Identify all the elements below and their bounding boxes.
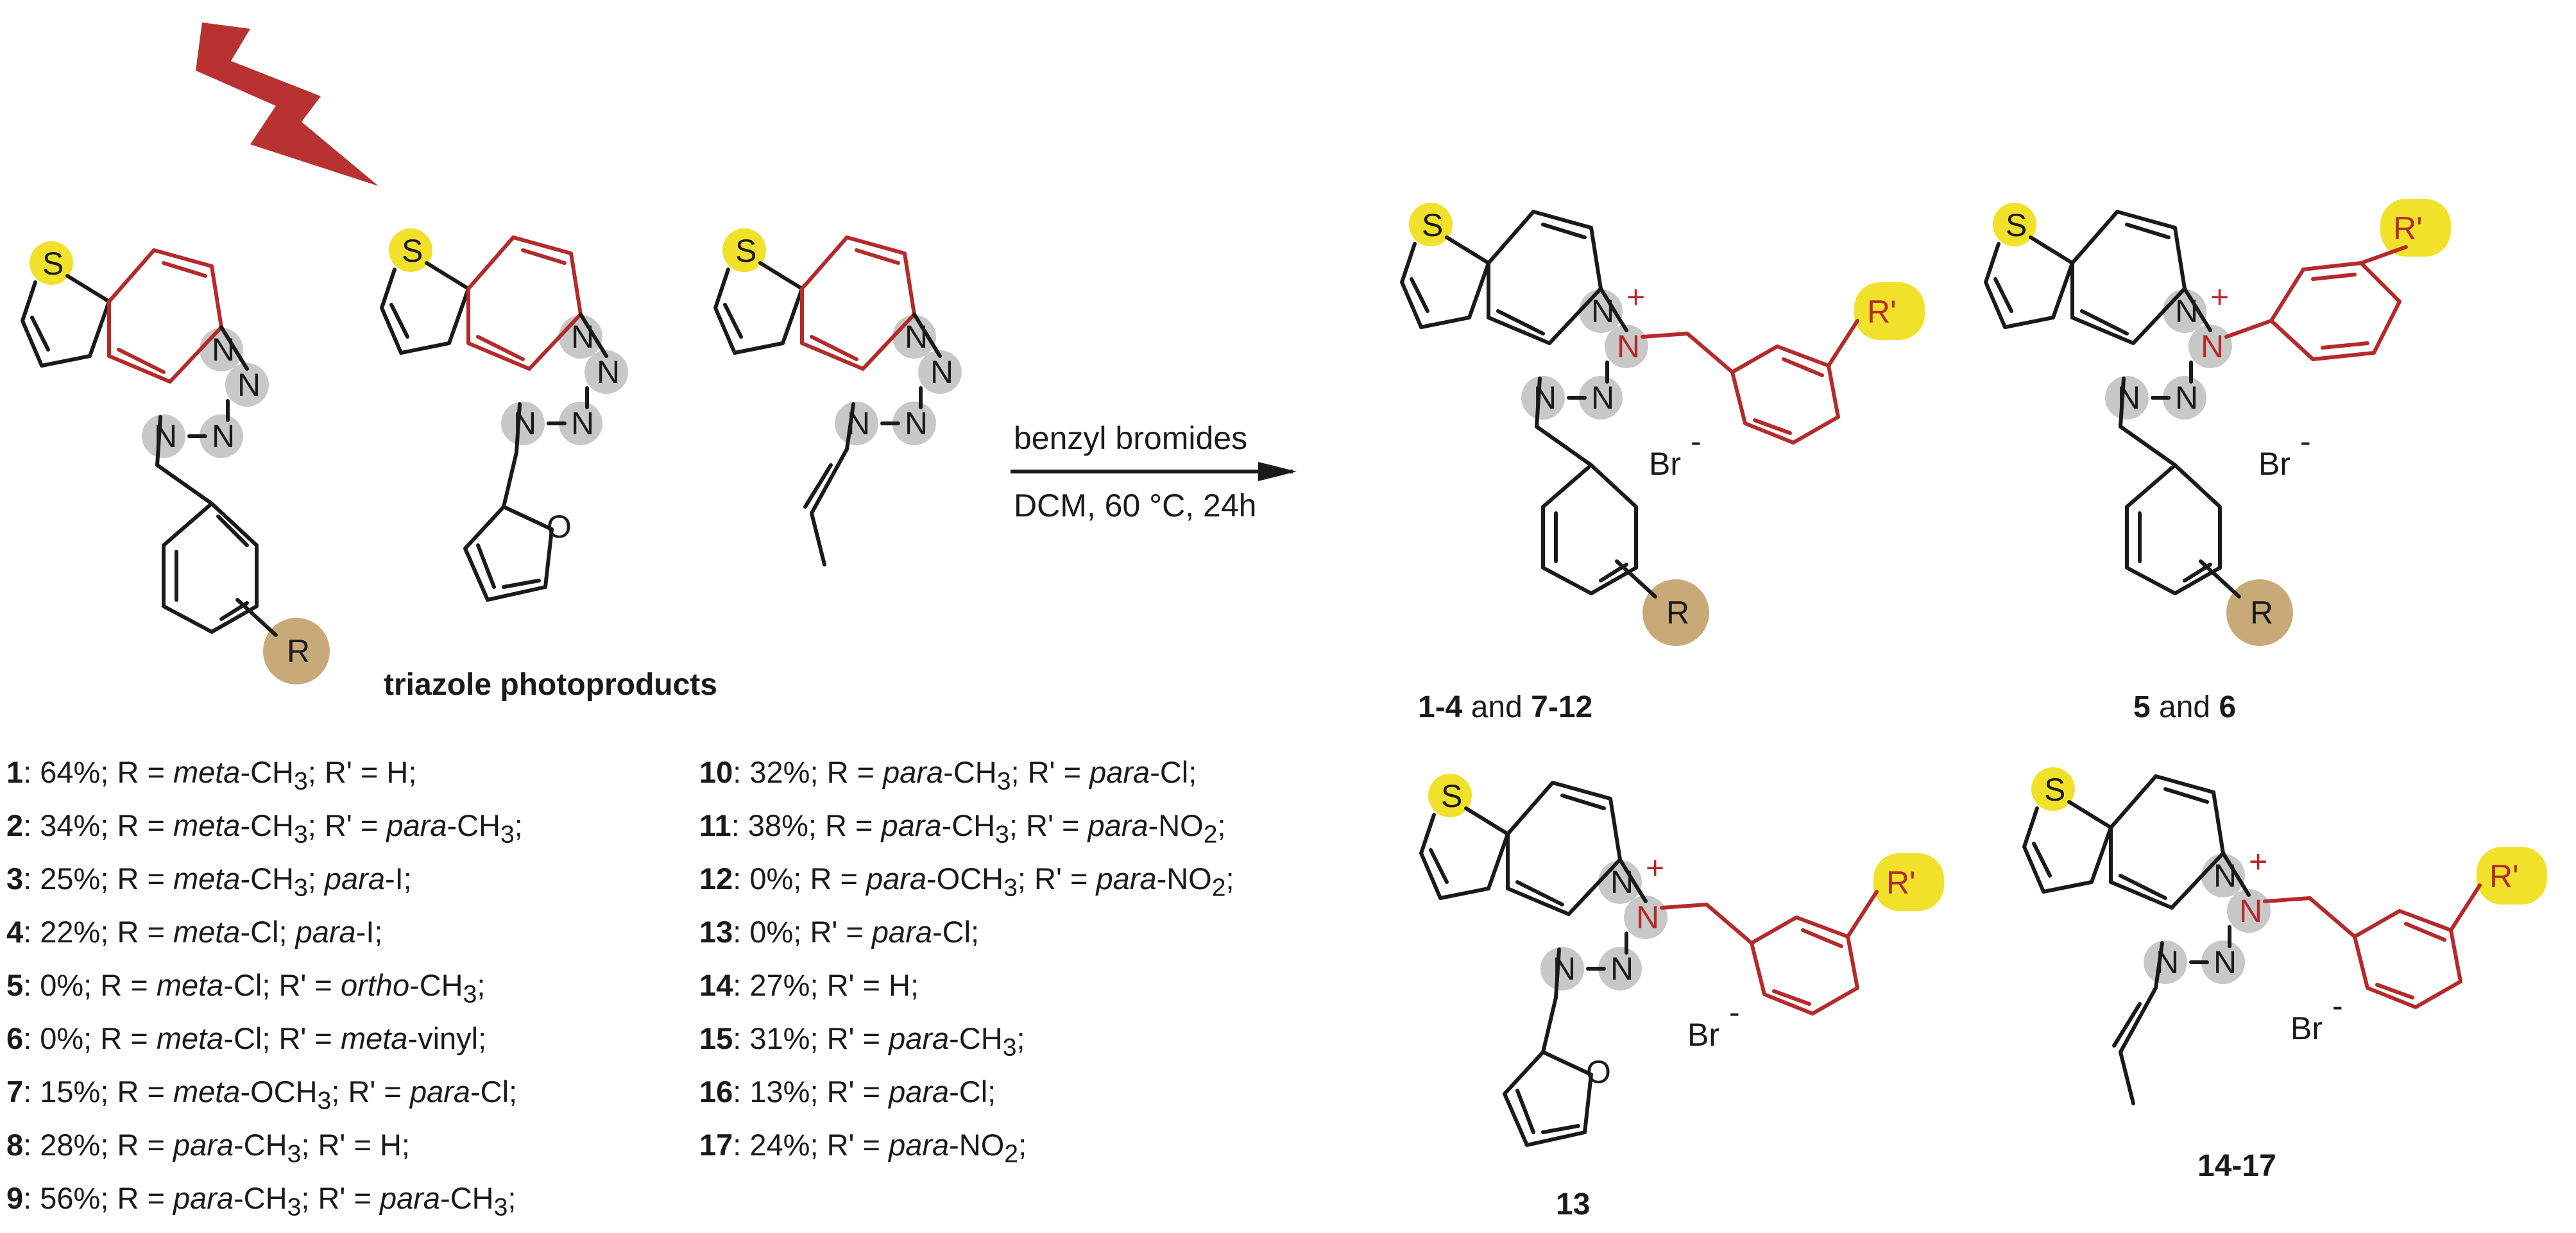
plus-charge: + — [1646, 850, 1664, 886]
nitrogen-label: N — [212, 418, 235, 454]
nitrogen-label: N — [905, 405, 928, 441]
caption-product-13: 13 — [1556, 1187, 1591, 1221]
yield-entry: 11: 38%; R = para-CH3; R' = para-NO2; — [699, 808, 1226, 849]
product-aryl-triazolium: S N N N + N R R' Br - — [1984, 199, 2451, 646]
minus-charge: - — [2332, 988, 2343, 1024]
product-propenyl-triazolium: S N N N + N R' Br - — [2022, 767, 2547, 1105]
bromide-label: Br — [1649, 446, 1681, 482]
caption-products-1-4-7-12: 1-4 and 7-12 — [1418, 690, 1593, 724]
sulfur-label: S — [1441, 778, 1462, 814]
r-label: R — [287, 633, 310, 669]
r-group-highlight — [263, 618, 330, 685]
r-label: R — [2250, 595, 2273, 631]
nitrogen-cation-label: N — [1636, 899, 1659, 935]
plus-charge: + — [1626, 279, 1645, 315]
nitrogen-label: N — [2175, 293, 2198, 329]
sulfur-highlight — [30, 241, 73, 285]
yield-entry: 7: 15%; R = meta-OCH3; R' = para-Cl; — [6, 1075, 518, 1115]
bromide-label: Br — [2258, 446, 2290, 482]
nitrogen-label: N — [1591, 293, 1614, 329]
nitrogen-label: N — [2175, 380, 2198, 416]
sulfur-label: S — [1422, 207, 1443, 243]
minus-charge: - — [1729, 994, 1740, 1030]
sulfur-label: S — [2006, 207, 2027, 243]
nitrogen-label: N — [847, 405, 870, 441]
nitrogen-label: N — [2156, 944, 2179, 980]
nitrogen-label: N — [2213, 858, 2237, 894]
sulfur-label: S — [402, 233, 423, 269]
yield-entry: 9: 56%; R = para-CH3; R' = para-CH3; — [6, 1181, 516, 1221]
reagent-label: benzyl bromides — [1014, 420, 1247, 456]
yield-entry: 8: 28%; R = para-CH3; R' = H; — [6, 1128, 410, 1168]
product-furfuryl-triazolium: S N N N + N O R' Br - — [1419, 774, 1944, 1147]
yield-entry: 6: 0%; R = meta-Cl; R' = meta-vinyl; — [6, 1021, 487, 1055]
reactant-benzyl-triazole: S N N N N R — [21, 241, 330, 685]
nitrogen-label: N — [1610, 951, 1633, 987]
nitrogen-label: N — [571, 319, 594, 355]
reactant-propenyl-triazole: S N N N N — [713, 228, 962, 566]
yield-entry: 14: 27%; R' = H; — [699, 968, 919, 1002]
r-label: R — [1666, 595, 1689, 631]
caption-products-5-6: 5 and 6 — [2133, 690, 2237, 724]
nitrogen-label: N — [905, 319, 928, 355]
product-benzyl-triazolium: S N N N + N R R' Br - — [1400, 203, 1925, 646]
sulfur-label: S — [2044, 772, 2065, 808]
r-prime-label: R' — [2393, 210, 2423, 246]
r-prime-label: R' — [1867, 294, 1897, 330]
yield-entry: 1: 64%; R = meta-CH3; R' = H; — [6, 755, 417, 795]
conditions-label: DCM, 60 °C, 24h — [1014, 488, 1256, 523]
yield-entry: 17: 24%; R' = para-NO2; — [699, 1128, 1027, 1168]
yield-entry: 3: 25%; R = meta-CH3; para-I; — [6, 862, 412, 902]
caption-products-14-17: 14-17 — [2197, 1149, 2276, 1183]
nitrogen-label: N — [930, 354, 953, 390]
reactant-furfuryl-triazole: S N N N N O — [380, 228, 628, 602]
minus-charge: - — [2300, 423, 2311, 459]
nitrogen-label: N — [212, 332, 235, 368]
yield-entry: 4: 22%; R = meta-Cl; para-I; — [6, 915, 383, 949]
nitrogen-cation-label: N — [1617, 328, 1640, 364]
yield-entry: 12: 0%; R = para-OCH3; R' = para-NO2; — [699, 862, 1234, 902]
sulfur-label: S — [42, 246, 64, 282]
sulfur-label: S — [735, 233, 756, 269]
nitrogen-label: N — [571, 405, 594, 441]
yield-entry: 5: 0%; R = meta-Cl; R' = ortho-CH3; — [6, 968, 486, 1008]
nitrogen-label: N — [1610, 864, 1633, 900]
nitrogen-label: N — [2213, 944, 2237, 980]
yield-entry: 15: 31%; R' = para-CH3; — [699, 1021, 1025, 1062]
caption-triazole-photoproducts: triazole photoproducts — [384, 668, 717, 702]
plus-charge: + — [2249, 844, 2267, 880]
minus-charge: - — [1691, 423, 1702, 459]
nitrogen-label: N — [513, 405, 536, 441]
nitrogen-label: N — [237, 367, 260, 403]
r-prime-label: R' — [1886, 865, 1916, 901]
bromide-label: Br — [1687, 1017, 1719, 1053]
nitrogen-cation-label: N — [2201, 328, 2224, 364]
r-prime-label: R' — [2489, 858, 2519, 894]
nitrogen-label: N — [2117, 380, 2140, 416]
nitrogen-label: N — [597, 354, 620, 390]
nitrogen-cation-label: N — [2239, 893, 2262, 929]
plus-charge: + — [2210, 279, 2229, 315]
oxygen-label: O — [1586, 1054, 1611, 1090]
yield-entry: 2: 34%; R = meta-CH3; R' = para-CH3; — [6, 808, 523, 849]
yield-entry: 13: 0%; R' = para-Cl; — [699, 915, 980, 949]
lightning-bolt-icon — [196, 22, 379, 186]
nitrogen-label: N — [1553, 951, 1576, 987]
nitrogen-label: N — [1591, 380, 1614, 416]
oxygen-label: O — [547, 509, 572, 545]
bromide-label: Br — [2290, 1010, 2323, 1046]
nitrogen-label: N — [154, 418, 177, 454]
yield-entry: 10: 32%; R = para-CH3; R' = para-Cl; — [699, 755, 1197, 795]
nitrogen-label: N — [1533, 380, 1557, 416]
yield-entry: 16: 13%; R' = para-Cl; — [699, 1075, 996, 1109]
